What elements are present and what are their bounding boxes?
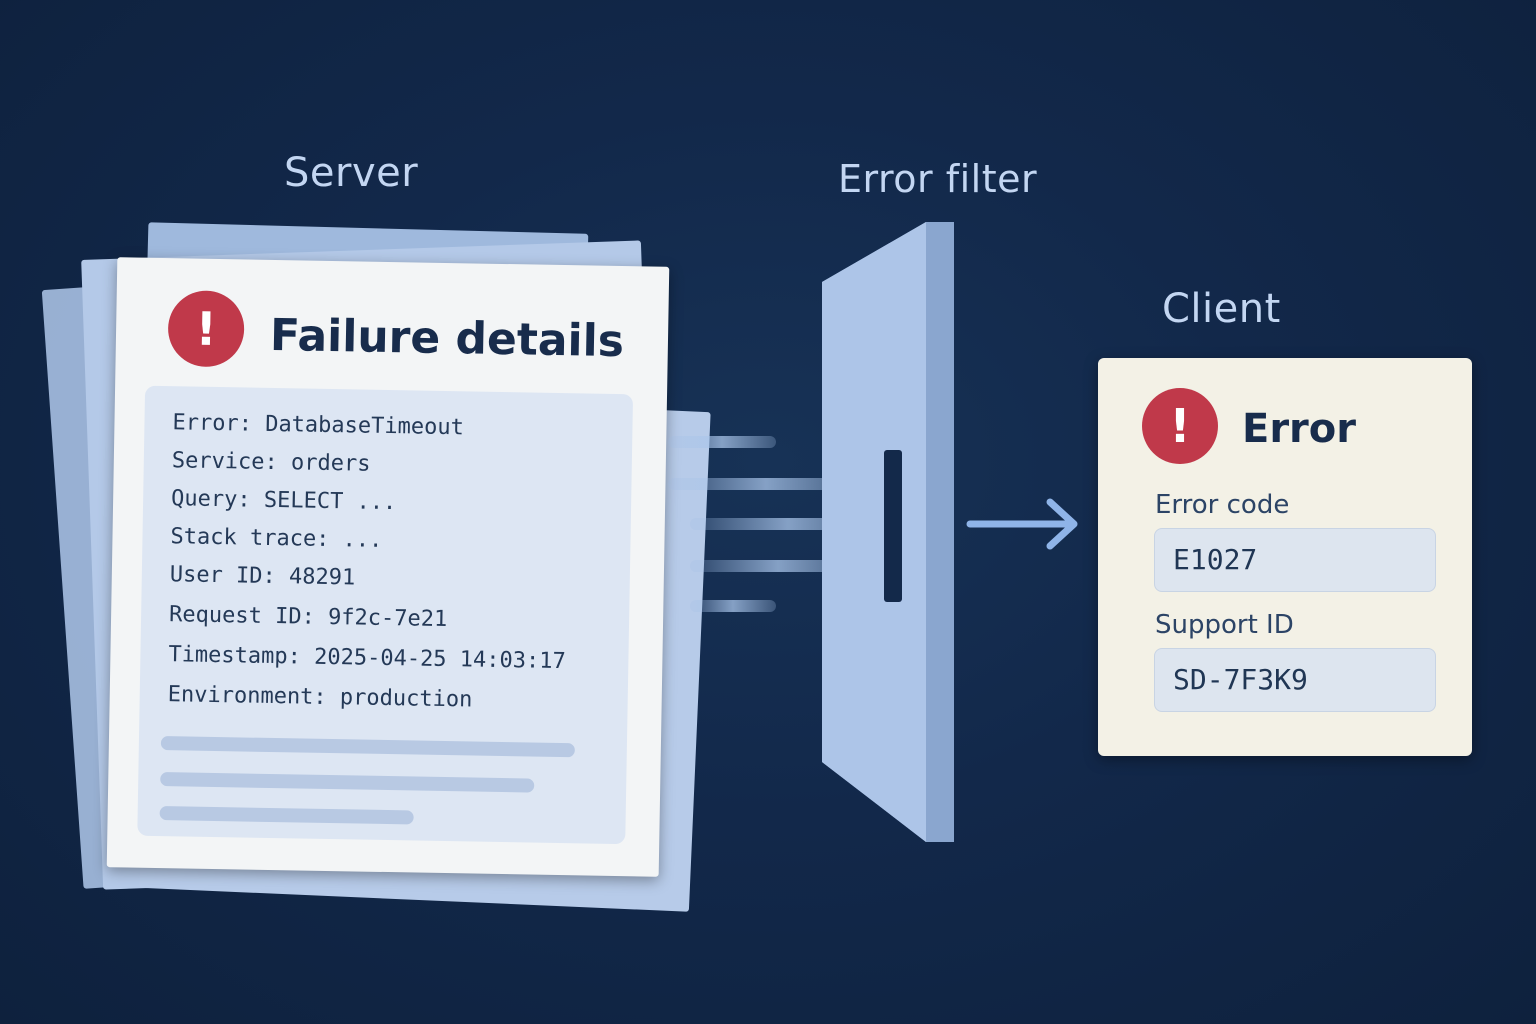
filter-slot [884,450,902,602]
error-code-value: E1027 [1173,543,1258,576]
arrow-right-icon [966,498,1078,550]
data-streak [668,436,776,448]
placeholder-text-bar [159,806,414,825]
detail-line-query: Query: SELECT ... [170,486,397,516]
support-id-value: SD-7F3K9 [1173,663,1308,696]
error-code-field: E1027 [1154,528,1436,592]
detail-line-stack-trace: Stack trace: ... [170,524,383,553]
failure-details-box: Error: DatabaseTimeout Service: orders Q… [137,385,634,845]
detail-line-request-id: Request ID: 9f2c-7e21 [168,602,448,633]
detail-line-user-id: User ID: 48291 [169,562,356,591]
support-id-field: SD-7F3K9 [1154,648,1436,712]
error-code-label: Error code [1155,490,1290,520]
client-label: Client [1162,286,1281,332]
client-error-card: ! Error Error code E1027 Support ID SD-7… [1098,358,1472,756]
detail-line-timestamp: Timestamp: 2025-04-25 14:03:17 [168,642,566,675]
alert-circle-icon: ! [1142,388,1218,464]
error-filter-label: Error filter [838,157,1038,201]
failure-details-document: ! Failure details Error: DatabaseTimeout… [106,257,670,877]
detail-line-environment: Environment: production [167,682,473,713]
server-label: Server [284,150,419,196]
alert-circle-icon: ! [167,290,245,368]
detail-line-service: Service: orders [171,448,371,477]
client-error-title: Error [1242,406,1356,452]
failure-details-title: Failure details [269,309,625,368]
support-id-label: Support ID [1155,610,1294,640]
detail-line-error: Error: DatabaseTimeout [172,410,465,441]
data-streak [690,600,776,612]
data-streak [668,478,864,490]
placeholder-text-bar [160,736,575,758]
placeholder-text-bar [160,772,535,793]
